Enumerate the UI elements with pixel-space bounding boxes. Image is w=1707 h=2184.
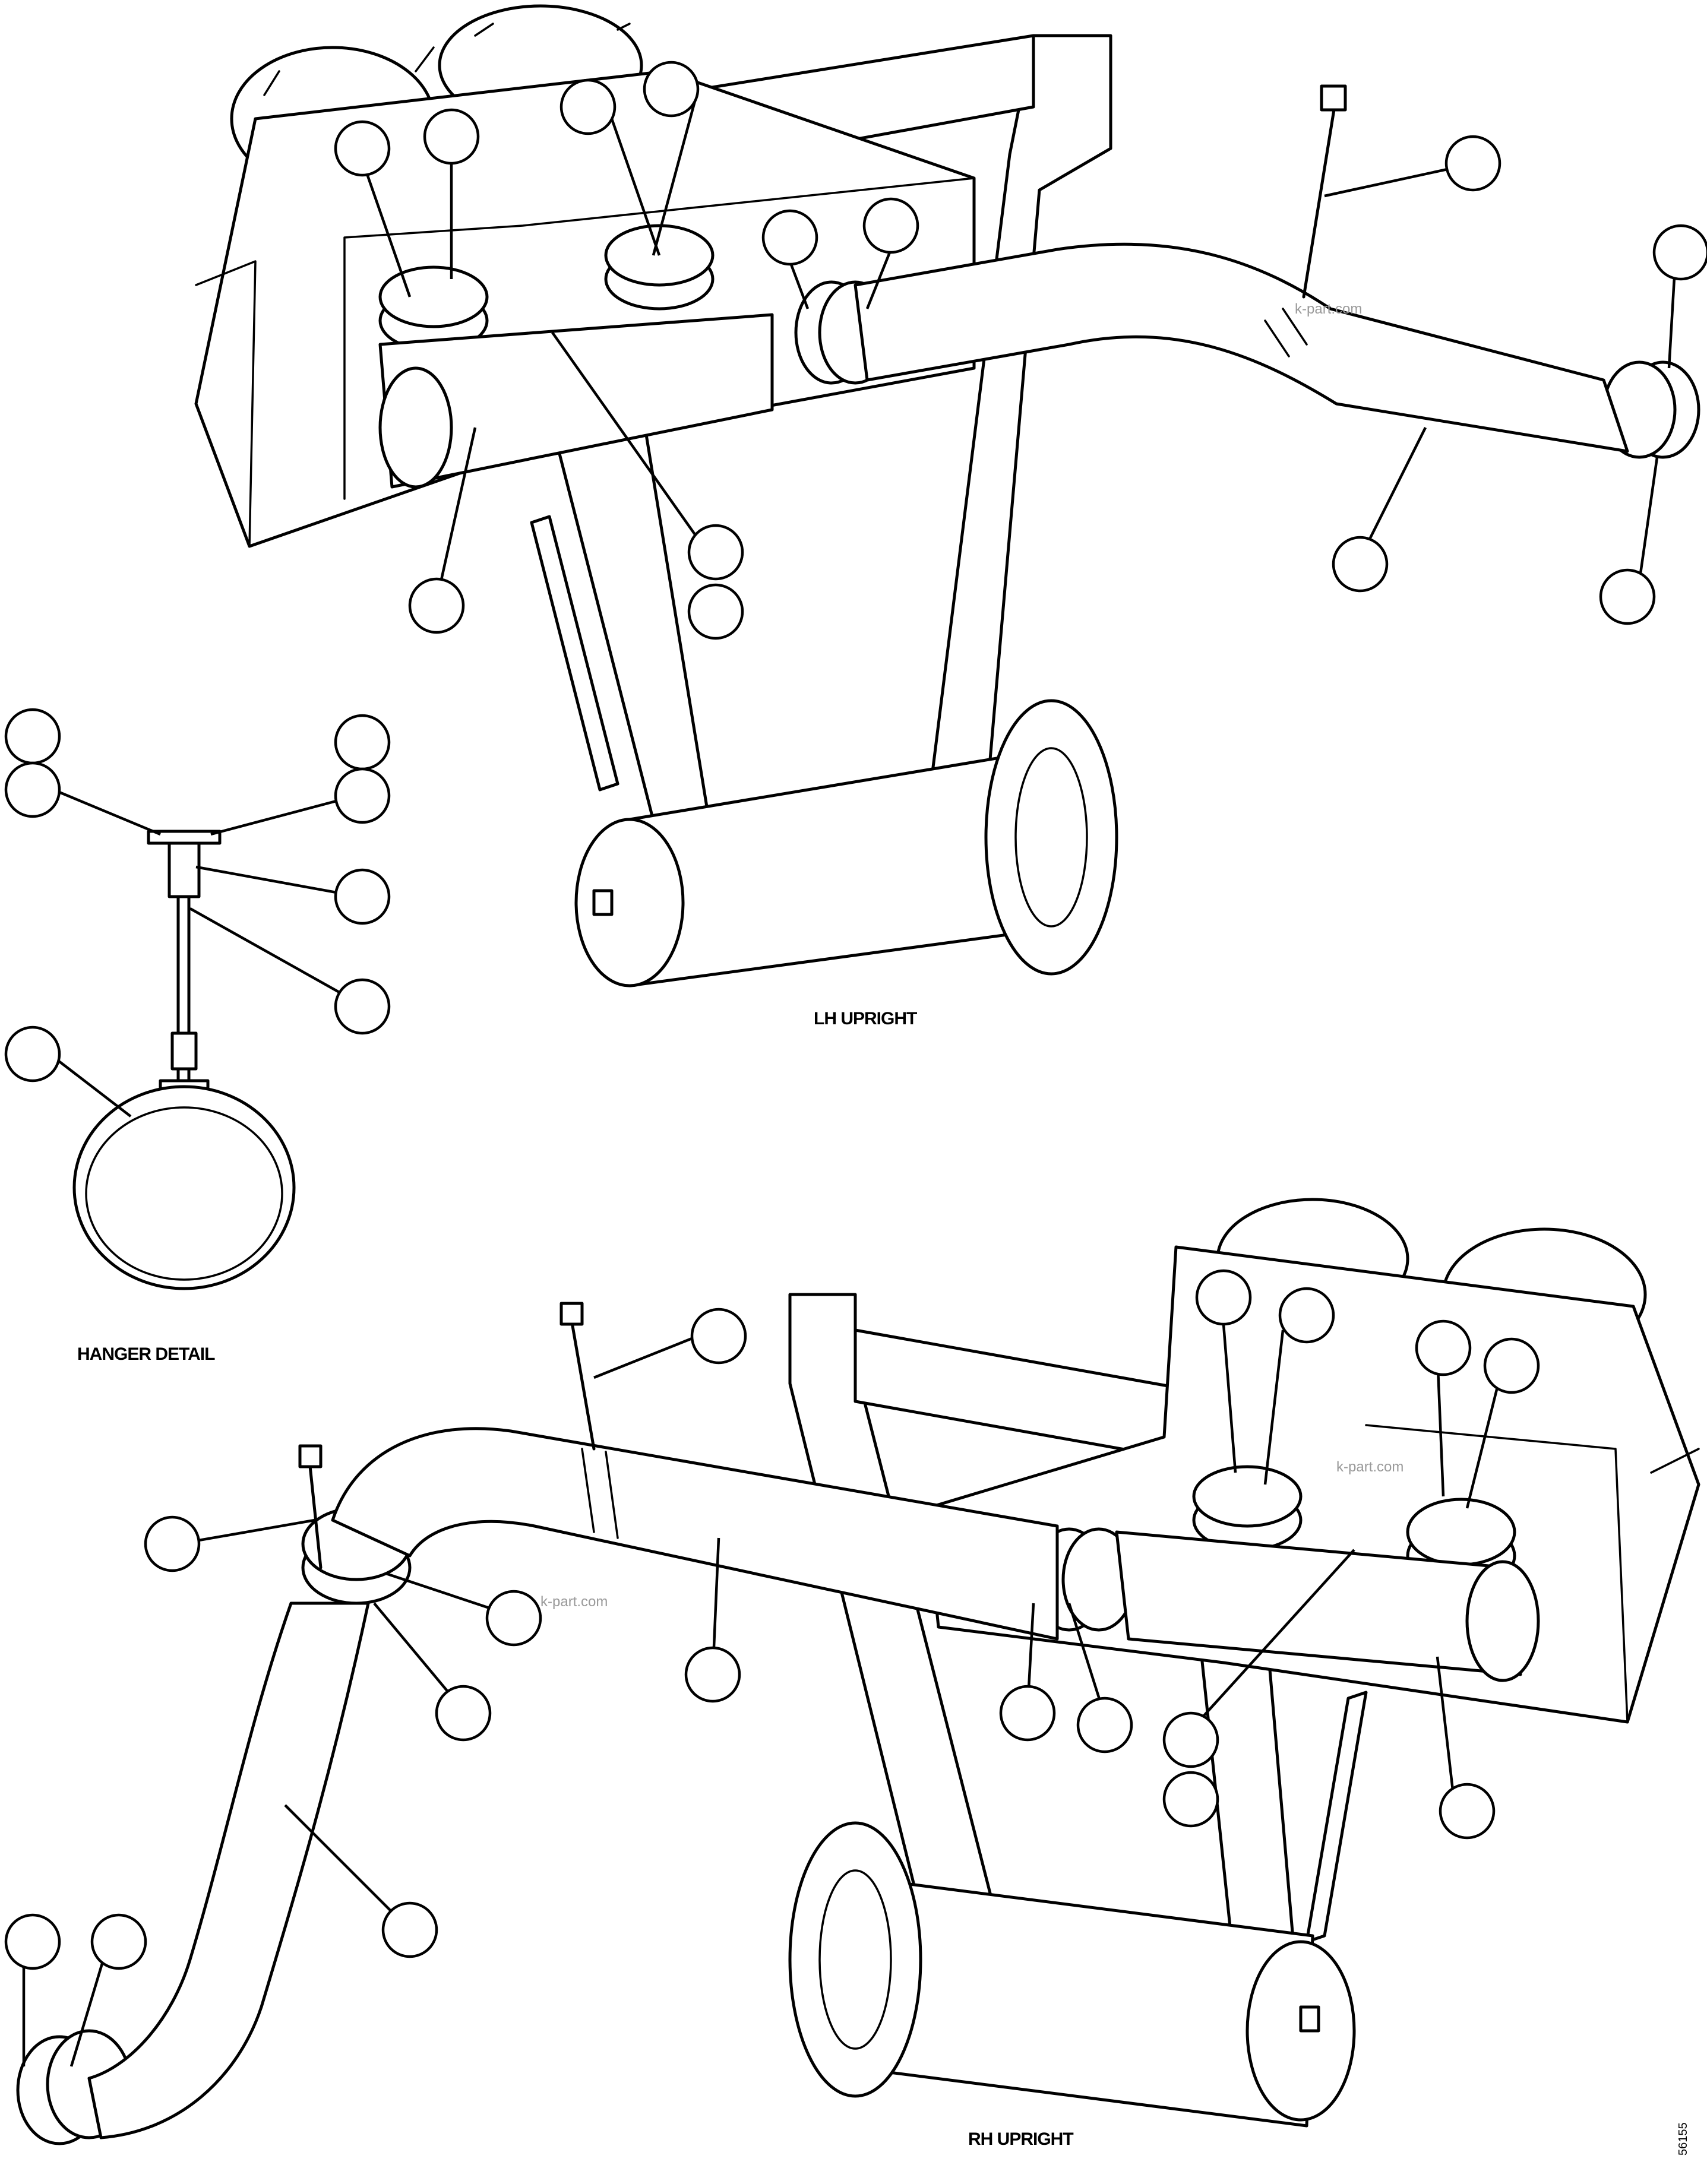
lh-exhaust-pipe [378, 242, 1629, 489]
lh-upright-label: LH UPRIGHT [814, 1009, 917, 1028]
lh-bellows-couplings [378, 224, 1700, 459]
rh-callouts [4, 1269, 1540, 2067]
lh-upright-view: LH UPRIGHT k-part.com [194, 4, 1707, 1028]
lh-hanger-rod [1302, 84, 1347, 299]
lh-callouts [334, 61, 1707, 640]
rh-hanger-rods [298, 1302, 596, 1569]
lh-bracket [530, 515, 619, 792]
rh-exhaust-pipe [87, 1427, 1540, 2139]
drawing-number: 56155 [1677, 2122, 1690, 2155]
rh-lower-pipe [788, 1821, 1356, 2128]
hanger-detail-view: HANGER DETAIL [4, 708, 391, 1364]
hanger-detail-label: HANGER DETAIL [77, 1344, 215, 1364]
rh-watermark-2: k-part.com [540, 1594, 608, 1610]
lh-watermark: k-part.com [1295, 301, 1362, 317]
rh-bracket [1305, 1691, 1368, 1944]
lh-lower-pipe [574, 699, 1118, 987]
rh-watermark-1: k-part.com [1336, 1459, 1403, 1475]
rh-bellows-couplings [16, 1465, 1516, 2145]
rh-upright-view: RH UPRIGHT k-part.com k-part.com [4, 1198, 1700, 2149]
rh-upright-label: RH UPRIGHT [968, 2129, 1073, 2149]
